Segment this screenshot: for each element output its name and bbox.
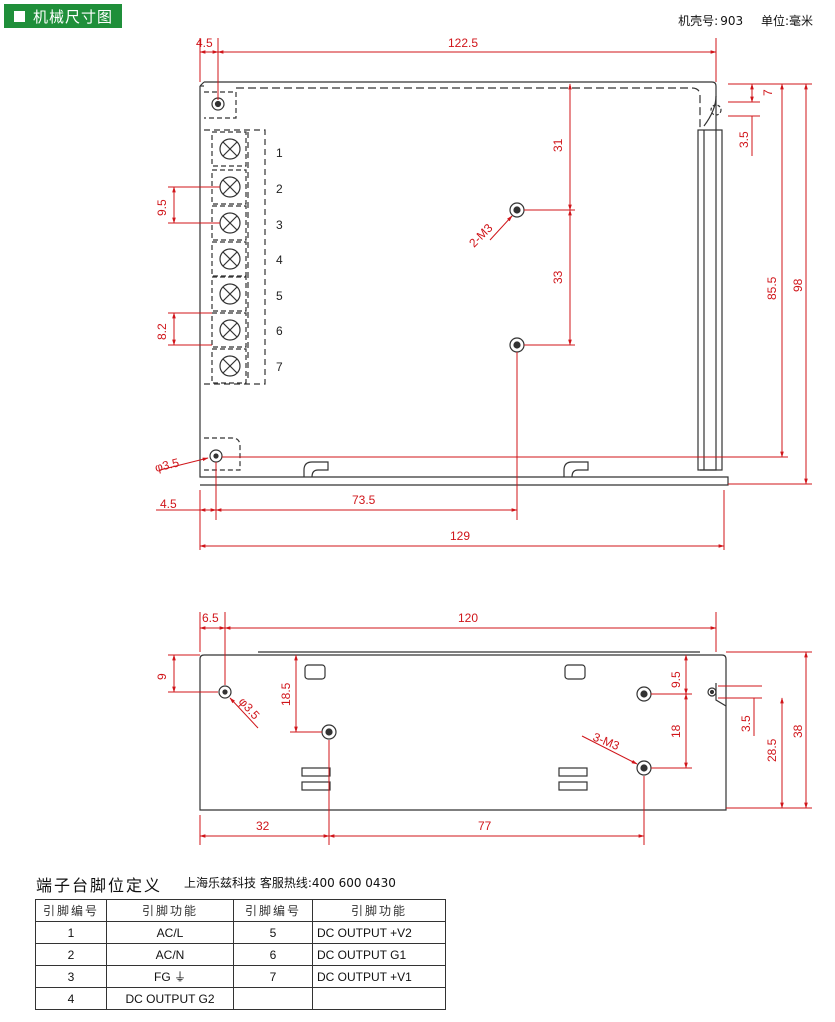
terminal-3 [211,205,247,241]
table-row: 3 FG ⏚ 7 DC OUTPUT +V1 [35,965,446,988]
dim-129: 129 [450,529,470,543]
terminal-number: 4 [276,253,283,267]
dim-8-2: 8.2 [155,323,169,340]
dim-120: 120 [458,611,478,625]
dim-18: 18 [669,724,683,738]
table-row: 1 AC/L 5 DC OUTPUT +V2 [35,921,446,944]
pin-definition-title: 端子台脚位定义 [36,876,163,895]
dim-3-m3: 3-M3 [591,730,622,753]
col-header-pin-no: 引脚编号 [35,899,107,922]
terminal-7 [211,348,247,384]
pin-function: DC OUTPUT G2 [106,987,234,1010]
pin-function: FG ⏚ [106,965,234,988]
pin-table: 引脚编号 引脚功能 引脚编号 引脚功能 1 AC/L 5 DC OUTPUT +… [35,899,446,1010]
square-icon [14,10,25,22]
pin-function: AC/L [106,921,234,944]
section-title: 机械尺寸图 [33,7,114,26]
col-header-pin-func: 引脚功能 [106,899,234,922]
case-number: 903 [720,14,744,28]
service-hotline: 上海乐兹科技 客服热线:400 600 0430 [184,876,396,890]
unit-label: 单位:毫米 [760,14,813,28]
pin-number: 6 [233,943,313,966]
dim-9-5: 9.5 [155,199,169,216]
table-row: 2 AC/N 6 DC OUTPUT G1 [35,943,446,966]
top-view-dimension-labels: 4.5 122.5 7 3.5 31 33 85.5 98 9.5 8.2 φ3… [153,36,805,543]
dim-hole-dia: φ3.5 [153,455,180,475]
dim-3-5: 3.5 [737,131,751,148]
dim-7: 7 [761,89,775,96]
dim-38: 38 [791,724,805,738]
dim-31: 31 [551,138,565,152]
dim-77: 77 [478,819,492,833]
terminal-numbers: 1 2 3 4 5 6 7 [276,146,283,374]
terminal-block [211,131,247,384]
pin-number: 5 [233,921,313,944]
dim-9: 9 [155,673,169,680]
top-view [199,81,729,486]
pin-number: 4 [35,987,107,1010]
terminal-number: 2 [276,182,283,196]
dim-98: 98 [791,278,805,292]
col-header-pin-func-2: 引脚功能 [312,899,446,922]
terminal-1 [211,131,247,167]
dim-6-5: 6.5 [202,611,219,625]
pin-function: DC OUTPUT +V2 [312,921,446,944]
terminal-4 [211,241,247,277]
pin-function: DC OUTPUT G1 [312,943,446,966]
table-header-row: 引脚编号 引脚功能 引脚编号 引脚功能 [35,899,446,922]
terminal-6 [211,312,247,348]
section-header: 机械尺寸图 [4,4,122,28]
terminal-5 [211,276,247,312]
dim-73-5: 73.5 [352,493,376,507]
top-view-dimensions [156,38,812,550]
case-info: 机壳号:903 单位:毫米 [672,12,813,29]
pin-number: 1 [35,921,107,944]
mechanical-drawing: 1 2 3 4 5 6 7 [153,36,812,845]
dim-122-5: 122.5 [448,36,478,50]
dim-28-5: 28.5 [765,738,779,762]
dim-2-m3: 2-M3 [466,221,495,250]
pin-function [312,987,446,1010]
col-header-pin-no-2: 引脚编号 [233,899,313,922]
dim-4-5-top: 4.5 [196,36,213,50]
pin-number: 7 [233,965,313,988]
terminal-number: 5 [276,289,283,303]
table-row: 4 DC OUTPUT G2 [35,987,446,1010]
dim-4-5-bottom: 4.5 [160,497,177,511]
terminal-number: 7 [276,360,283,374]
side-view-dimensions [168,612,812,845]
terminal-number: 3 [276,218,283,232]
dim-18-5: 18.5 [279,682,293,706]
pin-function: DC OUTPUT +V1 [312,965,446,988]
terminal-number: 1 [276,146,283,160]
dim-33: 33 [551,270,565,284]
side-view [199,651,727,811]
dim-85-5: 85.5 [765,276,779,300]
dim-3-5-side: 3.5 [739,715,753,732]
pin-number: 2 [35,943,107,966]
pin-function: AC/N [106,943,234,966]
pin-number: 3 [35,965,107,988]
pin-number [233,987,313,1010]
dim-32: 32 [256,819,270,833]
terminal-number: 6 [276,324,283,338]
dim-9-5-side: 9.5 [669,671,683,688]
case-label: 机壳号: [678,14,719,28]
